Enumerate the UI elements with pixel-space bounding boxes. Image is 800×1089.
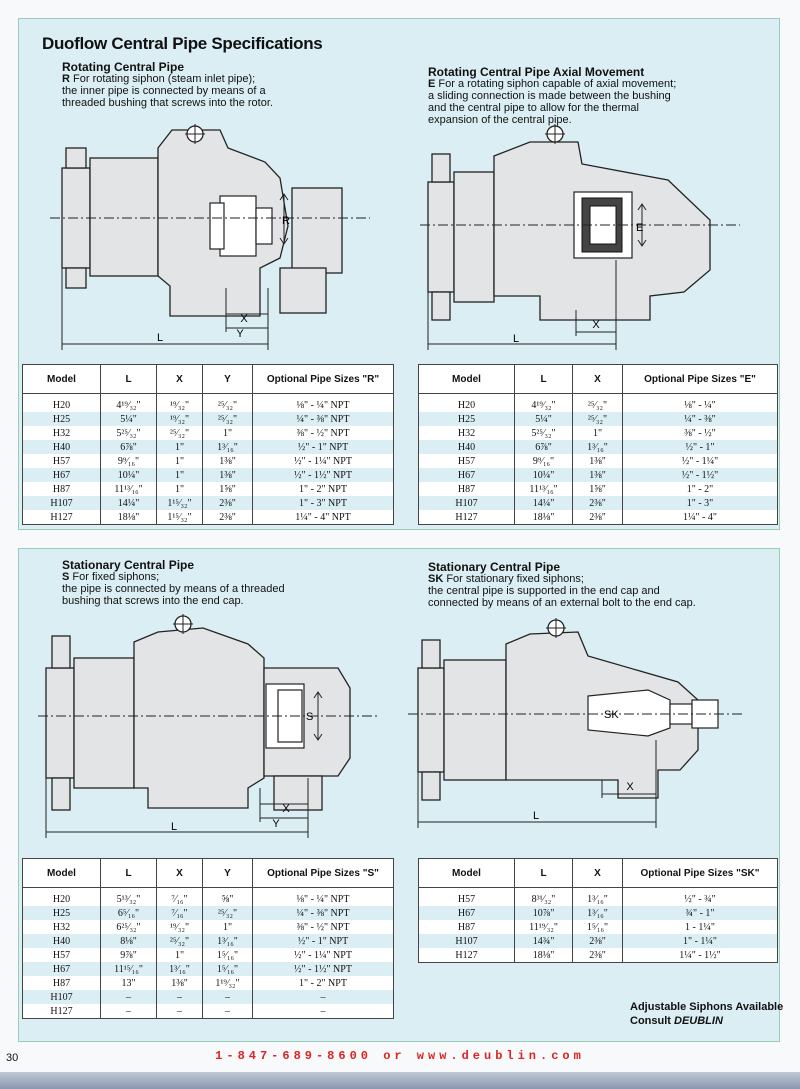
dim-label: L [171, 821, 177, 833]
dim-label: R [282, 215, 290, 227]
adjustable-siphons-note: Adjustable Siphons Available Consult DEU… [630, 1001, 784, 1027]
dim-label: L [533, 810, 539, 822]
dim-label: Y [236, 328, 244, 340]
table-header-row: Model L X Optional Pipe Sizes "SK" [418, 858, 778, 888]
header-cell: X [572, 364, 623, 394]
section-heading: Rotating Central Pipe [62, 60, 185, 74]
header-cell: Y [202, 364, 253, 394]
dim-label: X [592, 319, 600, 331]
dim-label: L [157, 332, 163, 344]
table-header-row: Model L X Y Optional Pipe Sizes "S" [22, 858, 394, 888]
header-cell: L [100, 858, 157, 888]
header-cell: L [100, 364, 157, 394]
pipe-code: R [62, 73, 70, 85]
diagram-stationary-sk: SK X L [408, 610, 752, 834]
header-cell: Optional Pipe Sizes "SK" [622, 858, 778, 888]
diagram-axial: E X L [410, 120, 750, 356]
header-cell: X [156, 858, 203, 888]
table-header-row: Model L X Optional Pipe Sizes "E" [418, 364, 778, 394]
header-cell: L [514, 364, 573, 394]
header-cell: Model [22, 364, 101, 394]
section-axial: Rotating Central Pipe Axial Movement E F… [428, 66, 758, 126]
section-heading: Stationary Central Pipe [428, 560, 561, 574]
header-cell: Optional Pipe Sizes "S" [252, 858, 394, 888]
table-header-row: Model L X Y Optional Pipe Sizes "R" [22, 364, 394, 394]
header-cell: Model [22, 858, 101, 888]
pipe-code: S [62, 571, 70, 583]
header-cell: Model [418, 858, 515, 888]
section-rotating: Rotating Central Pipe R For rotating sip… [62, 61, 362, 109]
header-cell: Optional Pipe Sizes "R" [252, 364, 394, 394]
diagram-stationary: S X Y L [38, 608, 388, 844]
dim-label: Y [272, 818, 280, 830]
header-cell: L [514, 858, 573, 888]
header-cell: X [572, 858, 623, 888]
dim-label: E [636, 222, 643, 234]
diagram-rotating: R X Y L [40, 118, 380, 360]
dim-label: SK [604, 709, 619, 721]
footer-contact: 1-847-689-8600 or www.deublin.com [215, 1049, 585, 1063]
section-heading: Rotating Central Pipe Axial Movement [428, 65, 645, 79]
header-cell: Optional Pipe Sizes "E" [622, 364, 778, 394]
section-heading: Stationary Central Pipe [62, 558, 195, 572]
footer-bar [0, 1072, 800, 1089]
header-cell: Y [202, 858, 253, 888]
dim-label: X [282, 803, 290, 815]
pipe-code: SK [428, 573, 444, 585]
page-number: 30 [6, 1052, 19, 1064]
page-title: Duoflow Central Pipe Specifications [42, 34, 323, 53]
dim-label: L [513, 333, 519, 345]
dim-label: S [306, 711, 313, 723]
section-stationary-sk: Stationary Central Pipe SK For stationar… [428, 561, 758, 609]
pipe-code: E [428, 78, 436, 90]
section-stationary: Stationary Central Pipe S For fixed siph… [62, 559, 362, 607]
table-row: H127–––– [22, 1004, 394, 1019]
header-cell: Model [418, 364, 515, 394]
header-cell: X [156, 364, 203, 394]
table-row: H107–––– [22, 990, 394, 1004]
dim-label: X [240, 313, 248, 325]
brand-name: DEUBLIN [674, 1015, 723, 1027]
dim-label: X [626, 781, 634, 793]
